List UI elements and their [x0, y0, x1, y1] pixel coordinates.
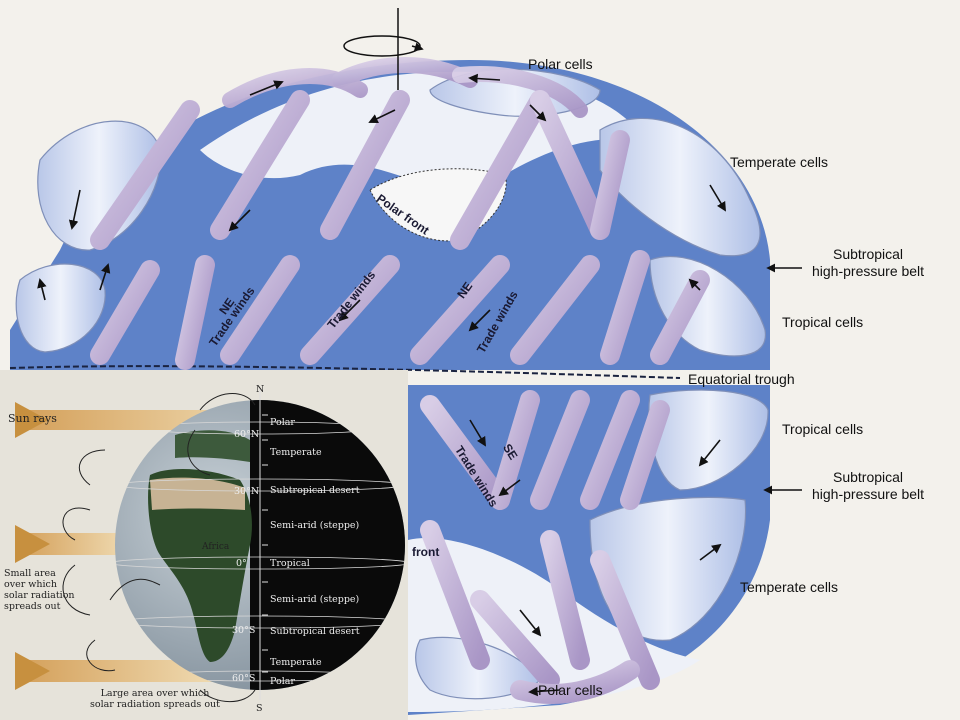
zone-tick-marks	[262, 414, 268, 673]
inset-zone-temperate-n: Temperate	[270, 447, 322, 458]
label-polar-cells-top: Polar cells	[528, 56, 593, 72]
inset-large-area-l2: solar radiation spreads out	[90, 699, 220, 710]
rotation-axis-icon	[343, 8, 424, 90]
label-subtropical-bottom-line1: Subtropical	[833, 469, 904, 485]
inset-zone-polar-n: Polar	[270, 417, 295, 428]
label-tropical-cells-top: Tropical cells	[782, 314, 864, 330]
inset-zone-tropical: Tropical	[270, 558, 310, 569]
inset-small-area-l1: Small area	[4, 568, 56, 579]
equatorial-trough-line	[9, 365, 681, 379]
inset-illustration	[15, 388, 405, 703]
inset-lat-60s: 60°S	[232, 673, 256, 684]
label-temperate-cells-bottom: Temperate cells	[740, 579, 839, 595]
label-subtropical-bottom: Subtropical high-pressure belt	[812, 469, 924, 503]
temperate-ribbons-top	[90, 80, 630, 250]
inset-small-area: Small area over which solar radiation sp…	[4, 568, 75, 612]
inset-lat-30n: 30°N	[234, 486, 260, 497]
label-tropical-cells-bottom: Tropical cells	[782, 421, 864, 437]
inset-zone-semiarid-n: Semi-arid (steppe)	[270, 520, 360, 531]
inset-lat-0: 0°	[236, 558, 247, 569]
label-subtropical-top-line2: high-pressure belt	[812, 263, 925, 279]
inset-large-area: Large area over which solar radiation sp…	[90, 688, 220, 710]
circulation-arrows	[37, 73, 726, 697]
label-equatorial-trough: Equatorial trough	[688, 371, 795, 387]
inset-africa: Africa	[202, 542, 230, 552]
inset-north: N	[256, 384, 265, 395]
label-subtropical-top: Subtropical high-pressure belt	[812, 246, 924, 280]
inset-zone-semiarid-s: Semi-arid (steppe)	[270, 594, 360, 605]
inset-lat-30s: 30°S	[232, 625, 256, 636]
inset-lat-60n: 60°N	[234, 429, 260, 440]
inset-circulation-loops	[62, 393, 256, 703]
label-temperate-cells-top: Temperate cells	[730, 154, 829, 170]
inset-small-area-l4: spreads out	[4, 601, 61, 612]
africa-continent	[148, 468, 252, 662]
inset-sun-rays: Sun rays	[8, 412, 57, 425]
inset-zone-subtropical-n: Subtropical desert	[270, 485, 360, 496]
label-subtropical-bottom-line2: high-pressure belt	[812, 486, 925, 502]
inset-zone-subtropical-s: Subtropical desert	[270, 626, 360, 637]
trade-ribbons-top	[90, 250, 710, 370]
inset-small-area-l2: over which	[4, 579, 57, 590]
inset-small-area-l3: solar radiation	[4, 590, 75, 601]
inset-solar-radiation-globe: Sun rays N S Small area over which solar…	[0, 370, 408, 720]
inset-zone-polar-s: Polar	[270, 676, 295, 687]
label-polar-front-bottom: front	[412, 545, 440, 559]
tropical-cells-bottom	[648, 389, 769, 491]
label-polar-cells-bottom: Polar cells	[538, 682, 603, 698]
trade-ribbons-bottom	[420, 390, 670, 510]
belt-pointer-arrows	[763, 263, 802, 495]
inset-south: S	[256, 703, 263, 714]
label-subtropical-top-line1: Subtropical	[833, 246, 904, 262]
inset-large-area-l1: Large area over which	[100, 688, 210, 699]
inset-zone-temperate-s: Temperate	[270, 657, 322, 668]
